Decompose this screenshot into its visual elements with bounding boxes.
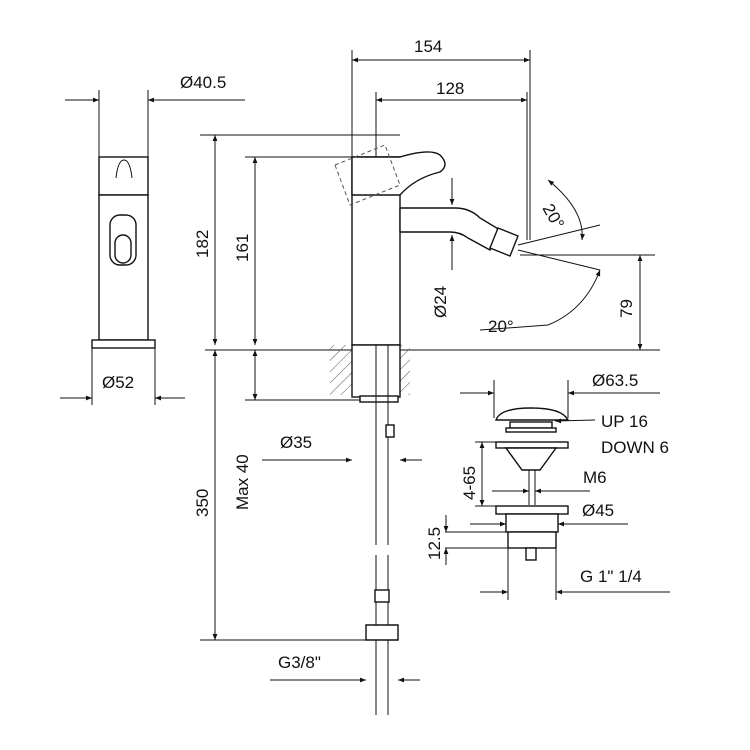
- hole-diameter-label: Ø35: [280, 433, 312, 452]
- spout-diameter-label: Ø24: [431, 286, 450, 318]
- spout-reach-label: 128: [436, 79, 464, 98]
- side-view: [60, 90, 245, 405]
- range-label: 4-65: [460, 466, 479, 500]
- waste-view: [443, 380, 670, 600]
- hose-length-label: 350: [193, 489, 212, 517]
- connection-label: G3/8": [278, 653, 321, 672]
- width-total-label: 154: [414, 37, 442, 56]
- under-deck-view: [200, 344, 422, 715]
- angle-lower-label: 20°: [488, 317, 514, 336]
- cap-diameter-label: Ø63.5: [592, 371, 638, 390]
- outlet-height-label: 79: [617, 299, 636, 318]
- base-diameter-label: Ø52: [102, 373, 134, 392]
- body-diameter-label: Ø45: [582, 501, 614, 520]
- flange-height-label: 12.5: [425, 527, 444, 560]
- max-deck-label: Max 40: [233, 454, 252, 510]
- spout-height-label: 161: [233, 234, 252, 262]
- outlet-thread-label: G 1" 1/4: [580, 567, 642, 586]
- front-view: [200, 50, 660, 351]
- angle-upper-label: 20°: [539, 201, 568, 233]
- stroke-down-label: DOWN 6: [601, 438, 669, 457]
- height-total-label: 182: [193, 230, 212, 258]
- handle-diameter-label: Ø40.5: [180, 73, 226, 92]
- thread-label: M6: [583, 468, 607, 487]
- stroke-up-label: UP 16: [601, 412, 648, 431]
